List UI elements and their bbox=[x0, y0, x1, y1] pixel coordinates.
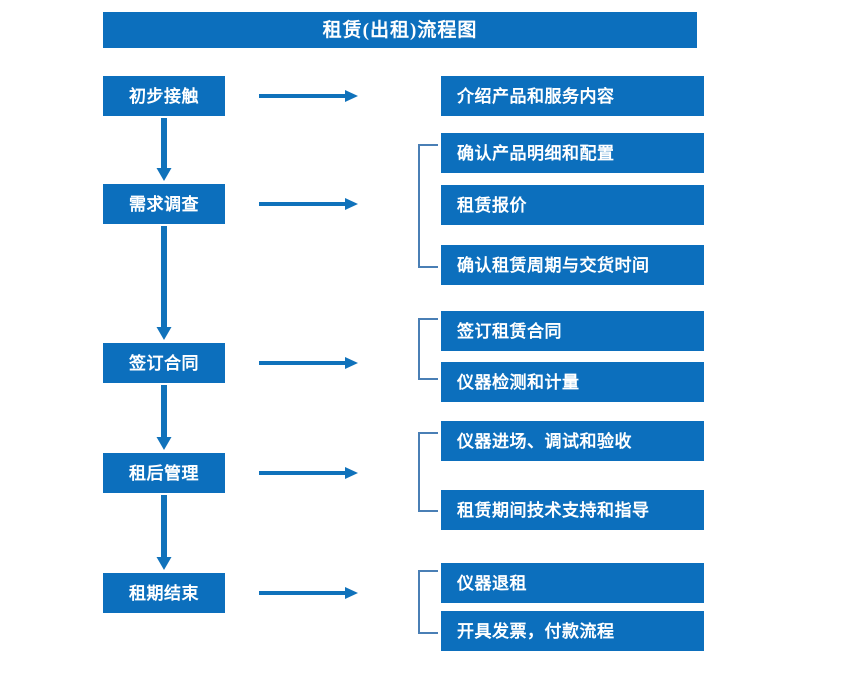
detail-box-instrument-inspection[interactable]: 仪器检测和计量 bbox=[441, 362, 704, 402]
detail-label: 仪器退租 bbox=[457, 573, 527, 593]
detail-box-rental-quote[interactable]: 租赁报价 bbox=[441, 185, 704, 225]
detail-label: 签订租赁合同 bbox=[457, 321, 562, 341]
detail-label: 仪器检测和计量 bbox=[457, 372, 580, 392]
detail-box-sign-rental-contract[interactable]: 签订租赁合同 bbox=[441, 311, 704, 351]
stage-label: 需求调查 bbox=[129, 194, 199, 214]
detail-label: 确认租赁周期与交货时间 bbox=[457, 255, 650, 275]
detail-box-technical-support[interactable]: 租赁期间技术支持和指导 bbox=[441, 490, 704, 530]
arrow-right-icon-5 bbox=[259, 585, 359, 601]
detail-label: 仪器进场、调试和验收 bbox=[457, 431, 632, 451]
detail-label: 开具发票，付款流程 bbox=[457, 621, 615, 641]
page-title: 租赁(出租)流程图 bbox=[322, 19, 478, 41]
stage-label: 租期结束 bbox=[129, 583, 199, 603]
stage-label: 初步接触 bbox=[129, 86, 199, 106]
detail-box-introduce-products[interactable]: 介绍产品和服务内容 bbox=[441, 76, 704, 116]
group-bracket-icon-contract bbox=[417, 318, 439, 380]
detail-box-instrument-entry-commissioning[interactable]: 仪器进场、调试和验收 bbox=[441, 421, 704, 461]
arrow-down-icon-2 bbox=[153, 226, 175, 341]
group-bracket-icon-management bbox=[417, 432, 439, 512]
stage-box-rental-end[interactable]: 租期结束 bbox=[103, 573, 225, 613]
arrow-down-icon-4 bbox=[153, 495, 175, 571]
detail-box-invoice-payment[interactable]: 开具发票，付款流程 bbox=[441, 611, 704, 651]
detail-box-instrument-return[interactable]: 仪器退租 bbox=[441, 563, 704, 603]
arrow-down-icon-3 bbox=[153, 385, 175, 451]
stage-label: 租后管理 bbox=[129, 463, 199, 483]
detail-box-confirm-period-delivery[interactable]: 确认租赁周期与交货时间 bbox=[441, 245, 704, 285]
arrow-right-icon-3 bbox=[259, 355, 359, 371]
detail-box-confirm-specs[interactable]: 确认产品明细和配置 bbox=[441, 133, 704, 173]
detail-label: 介绍产品和服务内容 bbox=[457, 86, 615, 106]
diagram-title-bar: 租赁(出租)流程图 bbox=[103, 12, 697, 48]
arrow-down-icon-1 bbox=[153, 118, 175, 182]
stage-label: 签订合同 bbox=[129, 353, 199, 373]
arrow-right-icon-4 bbox=[259, 465, 359, 481]
stage-box-requirement-survey[interactable]: 需求调查 bbox=[103, 184, 225, 224]
detail-label: 租赁报价 bbox=[457, 195, 527, 215]
group-bracket-icon-end bbox=[417, 570, 439, 634]
stage-box-sign-contract[interactable]: 签订合同 bbox=[103, 343, 225, 383]
stage-box-initial-contact[interactable]: 初步接触 bbox=[103, 76, 225, 116]
group-bracket-icon-requirement bbox=[417, 144, 439, 268]
arrow-right-icon-1 bbox=[259, 88, 359, 104]
detail-label: 确认产品明细和配置 bbox=[457, 143, 615, 163]
arrow-right-icon-2 bbox=[259, 196, 359, 212]
stage-box-post-rental-management[interactable]: 租后管理 bbox=[103, 453, 225, 493]
detail-label: 租赁期间技术支持和指导 bbox=[457, 500, 650, 520]
